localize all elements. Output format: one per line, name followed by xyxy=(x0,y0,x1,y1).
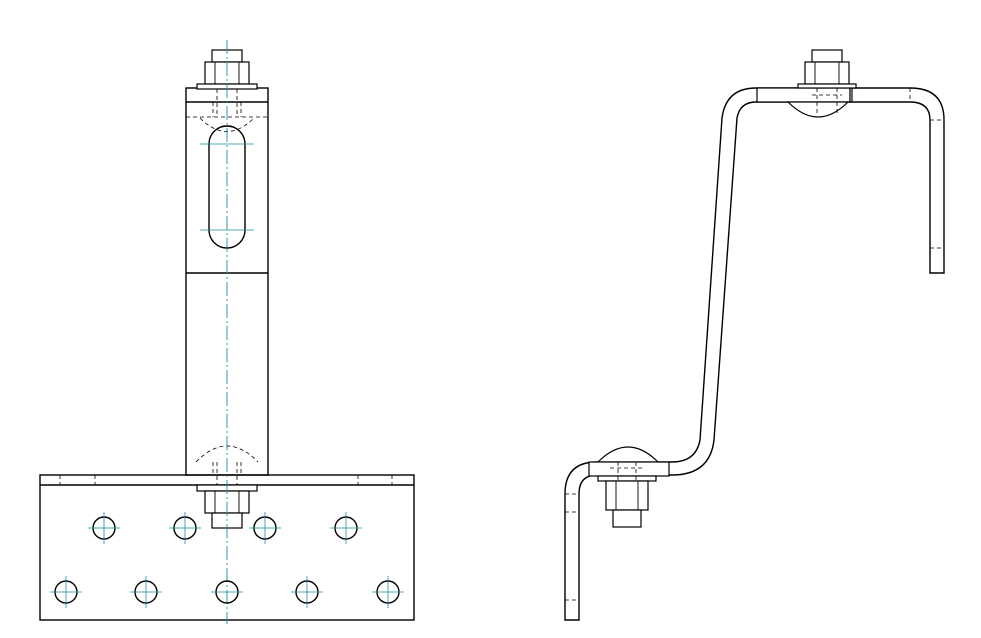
holes-bottom-row xyxy=(50,576,404,608)
holes-top-row xyxy=(88,512,362,544)
front-view xyxy=(39,40,415,624)
bottom-clamp xyxy=(588,446,670,528)
top-clamp xyxy=(756,49,857,118)
side-view xyxy=(564,49,945,621)
z-bracket xyxy=(564,87,945,621)
